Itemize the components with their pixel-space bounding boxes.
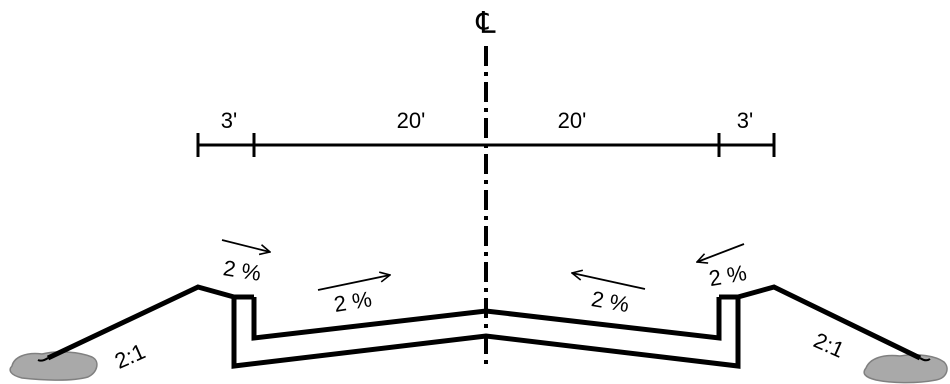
left-shoulder-slope-arrow bbox=[221, 239, 270, 252]
left-side-slope-label: 2:1 bbox=[111, 339, 149, 374]
right-shoulder-slope-arrow bbox=[697, 243, 745, 262]
dimension-line bbox=[196, 133, 776, 157]
right-slope-tail bbox=[919, 357, 931, 362]
ground-left bbox=[9, 351, 98, 381]
road-subbase-outline bbox=[251, 297, 722, 341]
left-slope-tail bbox=[37, 357, 49, 362]
left-shoulder-slope-label: 2 % bbox=[221, 255, 262, 286]
right-side-slope-label: 2:1 bbox=[810, 328, 848, 363]
road-top-surface bbox=[46, 284, 922, 369]
right-shoulder-slope-label: 2 % bbox=[707, 260, 749, 291]
right-shoulder-width-label: 3' bbox=[737, 108, 753, 133]
right-lane-width-label: 20' bbox=[558, 108, 587, 133]
ground-right bbox=[863, 354, 948, 384]
left-lane-width-label: 20' bbox=[397, 108, 426, 133]
left-lane-slope-label: 2 % bbox=[332, 286, 373, 317]
left-lane-slope-arrow bbox=[317, 275, 390, 291]
right-lane-slope-arrow bbox=[572, 273, 646, 290]
centerline-symbol: ℄ bbox=[475, 7, 496, 40]
left-shoulder-width-label: 3' bbox=[221, 108, 237, 133]
right-lane-slope-label: 2 % bbox=[589, 286, 631, 317]
